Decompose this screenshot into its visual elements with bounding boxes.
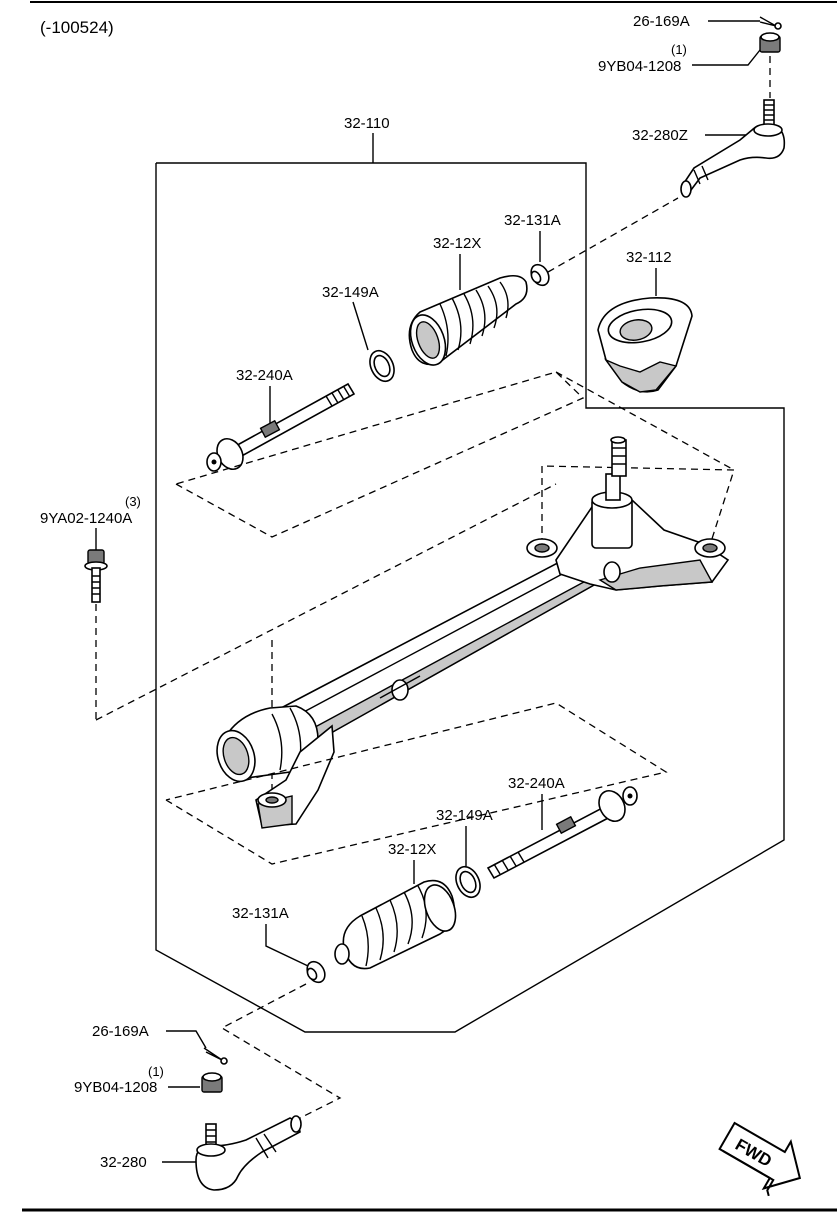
leader-cotter-bottom — [166, 1030, 207, 1049]
label-32-112: 32-112 — [626, 249, 672, 266]
date-code-label: (-100524) — [40, 18, 114, 37]
label-nut-top-part: 9YB04-1208 — [598, 58, 681, 75]
dust-boot-bottom-icon — [334, 879, 457, 970]
tie-rod-end-left-icon — [195, 1115, 302, 1191]
dust-boot-top-icon — [408, 274, 528, 366]
label-32-110: 32-110 — [344, 115, 390, 132]
label-32-12X-top: 32-12X — [433, 235, 481, 252]
dash-pinion-to-mount — [555, 371, 735, 471]
label-32-149A-top: 32-149A — [322, 284, 379, 301]
label-32-240A-top: 32-240A — [236, 367, 293, 384]
dash-box-lower — [165, 702, 668, 865]
dash-axis-bottom — [220, 983, 342, 1119]
boot-clamp-bottom-icon — [306, 960, 326, 984]
cotter-pin-top-icon — [759, 16, 777, 27]
label-26-169A-top: 26-169A — [633, 13, 690, 30]
fwd-arrow-icon: FWD — [718, 1121, 802, 1197]
label-32-280Z: 32-280Z — [632, 127, 688, 144]
label-32-280: 32-280 — [100, 1154, 147, 1171]
boot-ring-top-icon — [369, 349, 395, 383]
dash-axis-top — [547, 197, 679, 273]
tie-rod-end-right-icon — [680, 99, 786, 198]
label-32-240A-bottom: 32-240A — [508, 775, 565, 792]
label-bolt-part: 9YA02-1240A — [40, 510, 132, 527]
label-bolt-qty: (3) — [125, 494, 141, 509]
leader-32-149A-top — [352, 301, 369, 351]
insulator-icon — [597, 297, 693, 393]
dash-bolt-to-rack — [95, 483, 557, 721]
label-32-12X-bottom: 32-12X — [388, 841, 436, 858]
label-nut-bottom-part: 9YB04-1208 — [74, 1079, 157, 1096]
flange-bolt-icon — [84, 549, 108, 603]
castle-nut-top-icon — [759, 32, 781, 53]
boot-clamp-top-icon — [530, 263, 550, 287]
steering-gear-housing-icon — [216, 436, 730, 829]
boot-ring-bottom-icon — [455, 865, 481, 899]
cotter-pin-bottom-icon — [203, 1047, 228, 1065]
label-32-149A-bottom: 32-149A — [436, 807, 493, 824]
label-nut-bottom-qty: (1) — [148, 1064, 164, 1079]
assembly-boundary — [155, 162, 785, 1033]
leader-32-131A-bottom — [265, 924, 309, 967]
dash-box-upper-left — [175, 371, 585, 538]
tie-rod-top-icon — [206, 382, 356, 472]
castle-nut-bottom-icon — [201, 1072, 223, 1093]
label-32-131A-bottom: 32-131A — [232, 905, 289, 922]
label-nut-top-qty: (1) — [671, 42, 687, 57]
cotter-pin-top-loop — [774, 22, 782, 30]
leader-nut-top — [692, 49, 761, 66]
tie-rod-bottom-icon — [486, 786, 638, 880]
dash-mount-box — [541, 465, 735, 546]
label-26-169A-bottom: 26-169A — [92, 1023, 149, 1040]
label-32-131A-top: 32-131A — [504, 212, 561, 229]
